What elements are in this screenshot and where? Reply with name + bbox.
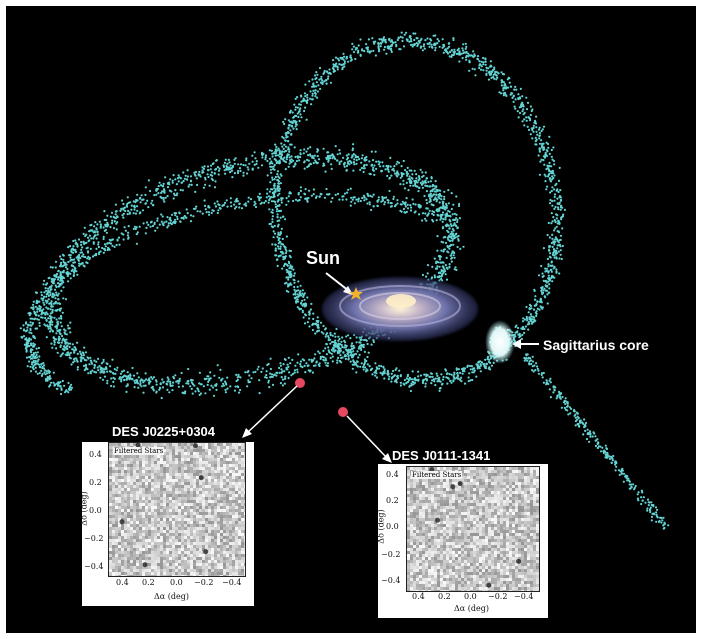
- y-tick: −0.2: [84, 534, 104, 543]
- x-tick: 0.4: [116, 578, 129, 587]
- density-map: Filtered Stars: [406, 466, 540, 592]
- des-j0225-pointer-arrow: [242, 385, 298, 438]
- x-axis-label: Δα (deg): [154, 592, 189, 601]
- x-tick: −0.4: [514, 592, 534, 601]
- y-tick: 0.2: [386, 496, 399, 505]
- plot-label: Filtered Stars: [113, 447, 165, 455]
- plot-label: Filtered Stars: [411, 471, 463, 479]
- sagittarius-core-label: Sagittarius core: [543, 337, 649, 353]
- y-tick: −0.4: [84, 562, 104, 571]
- density-map: Filtered Stars: [108, 442, 246, 577]
- sun-label: Sun: [306, 248, 340, 268]
- inset-panel: Filtered Stars 0.4 0.2 0.0 −0.2 −0.4 Δδ …: [79, 442, 254, 606]
- des-j0111-pointer-arrow: [346, 415, 392, 463]
- sagittarius-stream-illustration: Sun Sagittarius core DES J0225+0304 Filt…: [6, 6, 696, 633]
- x-tick: 0.2: [438, 592, 451, 601]
- x-tick: −0.2: [194, 578, 214, 587]
- stream-svg: [19, 31, 670, 530]
- inset-title: DES J0225+0304: [112, 424, 216, 439]
- x-tick: −0.4: [222, 578, 242, 587]
- inset-des-j0111: DES J0111-1341 Filtered Stars 0.4 0.2 0.…: [376, 448, 548, 618]
- x-tick: 0.0: [170, 578, 183, 587]
- sun-marker-icon: [349, 287, 363, 300]
- x-axis-label: Δα (deg): [454, 604, 489, 613]
- y-tick: 0.0: [386, 522, 399, 531]
- y-tick: 0.4: [386, 470, 399, 479]
- sagittarius-core-arrow: [512, 339, 539, 349]
- y-axis-label: Δδ (deg): [79, 491, 89, 526]
- y-tick: 0.2: [89, 478, 102, 487]
- x-tick: 0.4: [412, 592, 425, 601]
- y-axis-label: Δδ (deg): [376, 509, 386, 544]
- inset-panel: Filtered Stars 0.4 0.2 0.0 −0.2 −0.4 Δδ …: [376, 464, 548, 618]
- inset-title: DES J0111-1341: [392, 448, 491, 463]
- milky-way-galaxy: [322, 277, 478, 341]
- y-tick: 0.0: [89, 506, 102, 515]
- des-j0111-marker: [338, 407, 348, 417]
- x-tick: −0.2: [488, 592, 508, 601]
- y-tick: 0.4: [89, 450, 102, 459]
- inset-des-j0225: DES J0225+0304 Filtered Stars 0.4 0.2 0.…: [79, 424, 254, 606]
- y-tick: −0.4: [381, 576, 401, 585]
- des-j0225-marker: [295, 378, 305, 388]
- sagittarius-core-glow: [485, 320, 515, 364]
- x-tick: 0.0: [464, 592, 477, 601]
- x-tick: 0.2: [142, 578, 155, 587]
- y-tick: −0.2: [381, 550, 401, 559]
